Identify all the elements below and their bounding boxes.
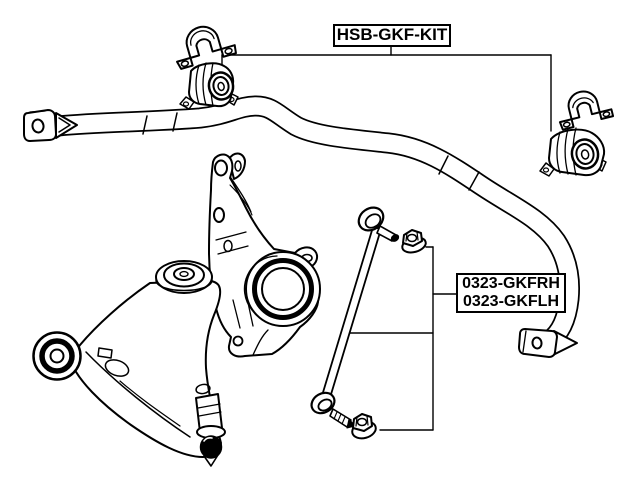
link-bottom-ball-stud bbox=[310, 391, 356, 429]
stabilizer-bar bbox=[23, 95, 580, 358]
stabilizer-link bbox=[310, 206, 427, 440]
kit-part-number-text: HSB-GKF-KIT bbox=[336, 25, 448, 45]
stabilizer-bushing-top-left bbox=[179, 62, 239, 110]
lower-control-arm bbox=[32, 260, 226, 467]
link-top-nut bbox=[401, 229, 427, 254]
link-bottom-nut bbox=[351, 413, 377, 440]
stabilizer-bushing-right bbox=[539, 127, 607, 177]
clamp-bracket-right bbox=[558, 90, 615, 131]
ball-joint bbox=[195, 393, 226, 467]
bar-left-eyelet bbox=[23, 109, 78, 142]
link-leader-lines bbox=[345, 246, 457, 431]
link-part-number-lh: 0323-GKFLH bbox=[462, 293, 560, 310]
bar-segment-ticks bbox=[142, 112, 480, 191]
link-part-number-label[interactable]: 0323-GKFRH 0323-GKFLH bbox=[456, 273, 566, 313]
kit-part-number-label[interactable]: HSB-GKF-KIT bbox=[333, 24, 451, 47]
link-top-ball-stud bbox=[357, 206, 400, 242]
control-arm-rear-bushing bbox=[155, 260, 213, 294]
clamp-bracket-top-left bbox=[176, 25, 237, 70]
bar-right-eyelet bbox=[518, 328, 578, 358]
control-arm-front-bushing bbox=[32, 331, 82, 381]
kit-leader-lines bbox=[221, 45, 552, 132]
link-part-number-rh: 0323-GKFRH bbox=[462, 275, 560, 292]
steering-knuckle bbox=[208, 152, 321, 358]
